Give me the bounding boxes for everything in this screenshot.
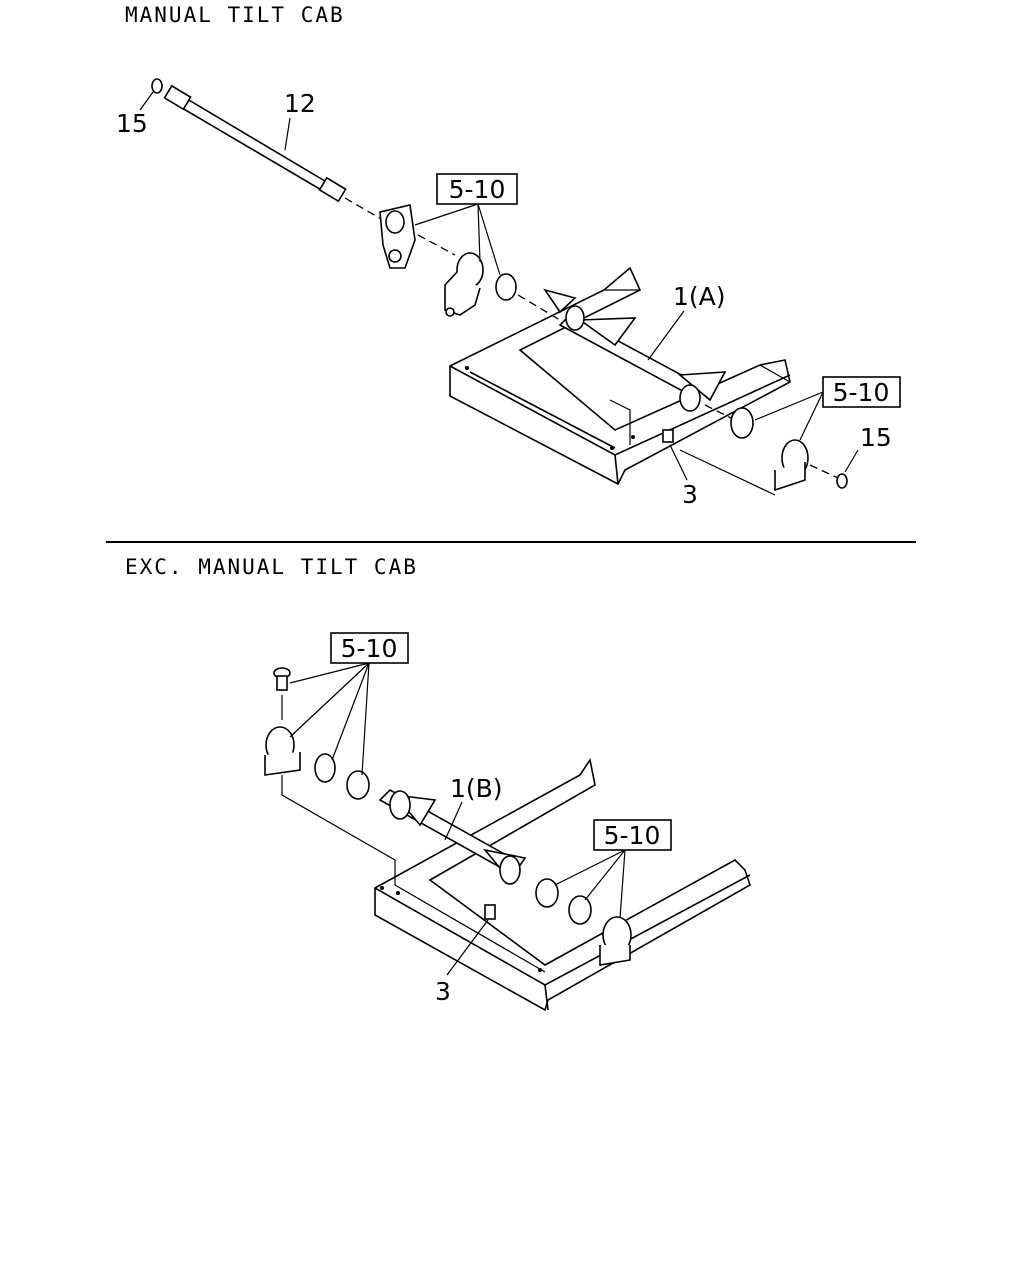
bracket-bushing bbox=[444, 252, 561, 321]
bracket-bushing-right-lower bbox=[535, 878, 632, 966]
svg-text:5-10: 5-10 bbox=[341, 634, 398, 663]
svg-text:5-10: 5-10 bbox=[449, 175, 506, 204]
reference-box-5-10-d: 5-10 bbox=[554, 819, 672, 919]
grease-fitting-3-lower bbox=[484, 904, 496, 920]
cross-shaft-1B bbox=[378, 789, 527, 885]
reference-box-5-10-c: 5-10 bbox=[289, 632, 409, 776]
grease-fitting-3 bbox=[609, 399, 776, 496]
reference-box-5-10-b: 5-10 bbox=[754, 376, 901, 441]
callout-1A: 1(A) bbox=[673, 282, 726, 311]
callout-15-right: 15 bbox=[860, 423, 892, 452]
cross-shaft-1A bbox=[543, 288, 736, 421]
lever-arm bbox=[379, 204, 456, 269]
svg-text:5-10: 5-10 bbox=[604, 821, 661, 850]
callout-12: 12 bbox=[284, 89, 316, 118]
callout-1B: 1(B) bbox=[450, 774, 503, 803]
section-title: MANUAL TILT CAB bbox=[125, 3, 345, 27]
section-manual-tilt-cab: MANUAL TILT CAB bbox=[116, 3, 901, 509]
bolt-left bbox=[273, 667, 291, 720]
frame-lower bbox=[374, 757, 751, 1012]
reference-box-5-10-a: 5-10 bbox=[414, 173, 518, 276]
svg-text:5-10: 5-10 bbox=[833, 378, 890, 407]
bracket-bushing-left bbox=[264, 726, 396, 885]
section-title: EXC. MANUAL TILT CAB bbox=[125, 555, 418, 579]
section-exc-manual-tilt-cab: EXC. MANUAL TILT CAB bbox=[125, 555, 751, 1012]
callout-3-top: 3 bbox=[682, 480, 698, 509]
frame-upper bbox=[449, 266, 791, 486]
callout-3-bottom: 3 bbox=[435, 977, 451, 1006]
torsion-rod-12 bbox=[163, 84, 401, 231]
callout-15-top: 15 bbox=[116, 109, 148, 138]
bracket-bushing-right bbox=[730, 407, 848, 492]
snap-ring-15-top bbox=[139, 78, 163, 111]
